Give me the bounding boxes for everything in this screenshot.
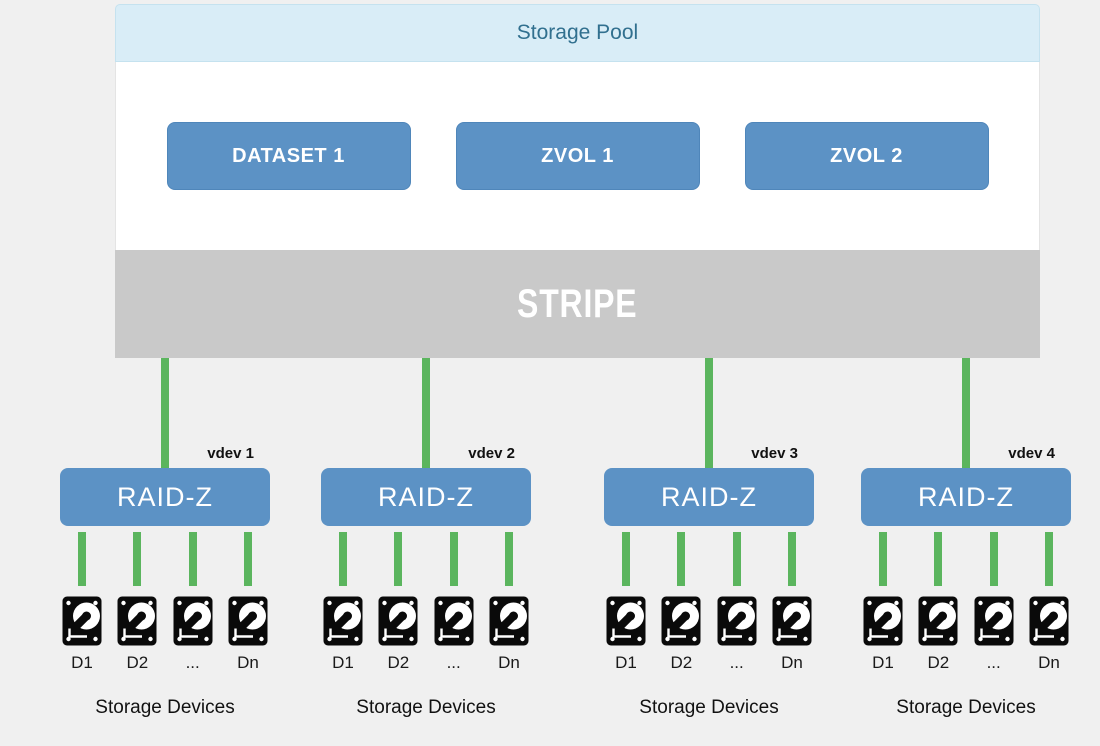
- disk-connector-line: [133, 532, 142, 586]
- zvol-2-block: ZVOL 2: [744, 122, 989, 190]
- disk-label: D1: [71, 653, 93, 672]
- hdd-icon: [323, 596, 363, 646]
- disk-cell: D2: [661, 532, 701, 673]
- vdev-label: vdev 1: [207, 445, 254, 462]
- disk-cell: D1: [62, 532, 102, 673]
- storage-devices-label: Storage Devices: [896, 697, 1036, 718]
- raidz-block: RAID-Z: [861, 468, 1071, 526]
- vdev-connector-line: [962, 358, 970, 468]
- disk-cell: D2: [378, 532, 418, 673]
- disk-label: D2: [670, 653, 693, 672]
- disk-cell: ...: [974, 532, 1014, 673]
- disk-connector-line: [787, 532, 796, 586]
- storage-devices-label: Storage Devices: [356, 697, 496, 718]
- hdd-icon: [606, 596, 646, 646]
- disk-connector-line: [449, 532, 458, 586]
- disk-cell: Dn: [228, 532, 268, 673]
- hdd-icon: [1029, 596, 1069, 646]
- hdd-icon: [489, 596, 529, 646]
- vdev-label: vdev 2: [468, 445, 515, 462]
- disk-cell: D2: [117, 532, 157, 673]
- hdd-icon: [62, 596, 102, 646]
- disk-row: D1 D2 ... Dn: [863, 532, 1069, 673]
- disk-label: ...: [986, 653, 1001, 672]
- disk-connector-line: [934, 532, 943, 586]
- disk-connector-line: [622, 532, 630, 586]
- dataset-1-block: DATASET 1: [166, 122, 411, 190]
- hdd-icon: [974, 596, 1014, 646]
- hdd-icon: [228, 596, 268, 646]
- hdd-icon: [661, 596, 701, 646]
- disk-cell: Dn: [489, 532, 529, 673]
- storage-pool-header: Storage Pool: [115, 4, 1040, 62]
- hdd-icon: [918, 596, 958, 646]
- disk-connector-line: [394, 532, 403, 586]
- disk-label: D1: [615, 653, 637, 672]
- disk-cell: ...: [717, 532, 757, 673]
- disk-cell: D1: [606, 532, 646, 673]
- storage-pool-title: Storage Pool: [516, 21, 639, 44]
- disk-connector-line: [989, 532, 998, 586]
- disk-connector-line: [504, 532, 513, 586]
- raidz-block: RAID-Z: [321, 468, 531, 526]
- raidz-block: RAID-Z: [604, 468, 814, 526]
- disk-connector-line: [677, 532, 686, 586]
- hdd-icon: [434, 596, 474, 646]
- stripe-bar: STRIPE: [115, 250, 1040, 358]
- storage-devices-label: Storage Devices: [639, 697, 779, 718]
- disk-label: ...: [446, 653, 461, 672]
- disk-connector-line: [879, 532, 887, 586]
- hdd-icon: [717, 596, 757, 646]
- hdd-icon: [863, 596, 903, 646]
- pool-volumes-row: DATASET 1 ZVOL 1 ZVOL 2: [115, 62, 1040, 250]
- disk-label: Dn: [1038, 653, 1060, 672]
- disk-connector-line: [78, 532, 86, 586]
- disk-row: D1 D2 ... Dn: [606, 532, 812, 673]
- disk-label: ...: [729, 653, 744, 672]
- disk-connector-line: [243, 532, 252, 586]
- disk-label: Dn: [237, 653, 259, 672]
- disk-connector-line: [188, 532, 197, 586]
- disk-cell: D2: [918, 532, 958, 673]
- disk-label: D2: [126, 653, 149, 672]
- disk-cell: ...: [173, 532, 213, 673]
- disk-row: D1 D2 ... Dn: [62, 532, 268, 673]
- vdev-column-4: vdev 4 RAID-Z D1 D2 ... Dn Storage Devic…: [861, 358, 1071, 719]
- disk-connector-line: [1044, 532, 1053, 586]
- hdd-icon: [772, 596, 812, 646]
- disk-cell: D1: [323, 532, 363, 673]
- vdev-column-1: vdev 1 RAID-Z D1 D2 ... Dn Storage Devic…: [60, 358, 270, 719]
- storage-pool-panel: Storage Pool DATASET 1 ZVOL 1 ZVOL 2 STR…: [115, 4, 1040, 358]
- disk-connector-line: [339, 532, 347, 586]
- vdev-label: vdev 3: [751, 445, 798, 462]
- stripe-label: STRIPE: [517, 281, 638, 326]
- storage-devices-label: Storage Devices: [95, 697, 235, 718]
- disk-label: D2: [387, 653, 410, 672]
- vdev-label: vdev 4: [1008, 445, 1055, 462]
- disk-connector-line: [732, 532, 741, 586]
- disk-label: D1: [872, 653, 894, 672]
- disk-label: Dn: [781, 653, 803, 672]
- disk-label: D2: [927, 653, 950, 672]
- disk-cell: ...: [434, 532, 474, 673]
- hdd-icon: [117, 596, 157, 646]
- disk-cell: D1: [863, 532, 903, 673]
- vdev-connector-line: [161, 358, 169, 468]
- vdev-connector-line: [705, 358, 713, 468]
- vdev-column-3: vdev 3 RAID-Z D1 D2 ... Dn Storage Devic…: [604, 358, 814, 719]
- disk-row: D1 D2 ... Dn: [323, 532, 529, 673]
- vdev-connector-line: [422, 358, 430, 468]
- disk-cell: Dn: [1029, 532, 1069, 673]
- raidz-block: RAID-Z: [60, 468, 270, 526]
- disk-label: D1: [332, 653, 354, 672]
- zvol-1-block: ZVOL 1: [455, 122, 700, 190]
- disk-label: Dn: [498, 653, 520, 672]
- disk-cell: Dn: [772, 532, 812, 673]
- hdd-icon: [378, 596, 418, 646]
- vdev-column-2: vdev 2 RAID-Z D1 D2 ... Dn Storage Devic…: [321, 358, 531, 719]
- disk-label: ...: [185, 653, 200, 672]
- hdd-icon: [173, 596, 213, 646]
